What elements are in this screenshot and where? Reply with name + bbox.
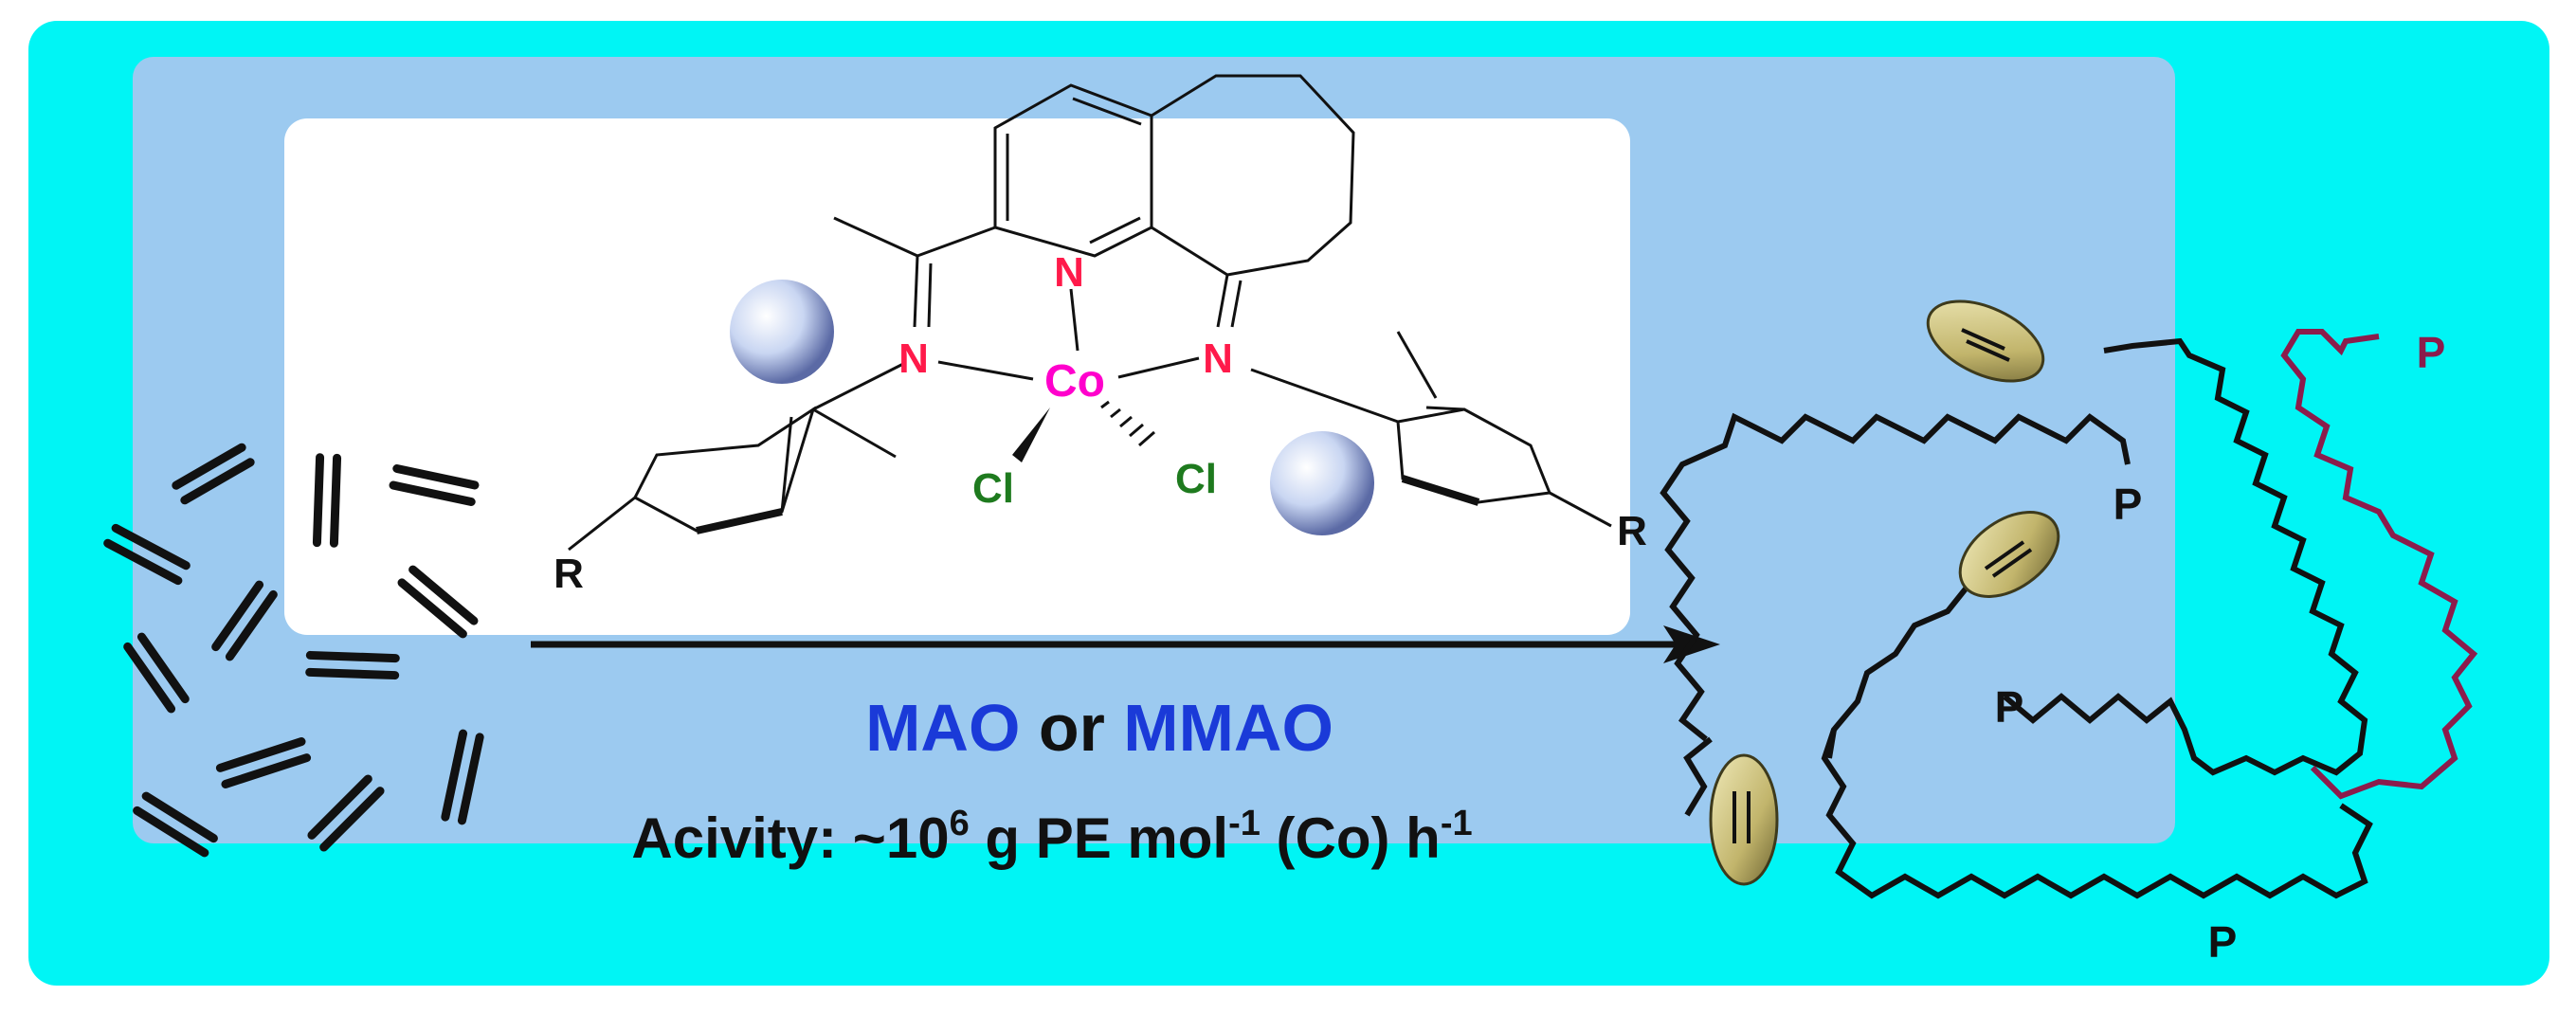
- polyethylene-chains: [1660, 329, 2478, 899]
- chain-end-p-alt: P: [2417, 328, 2446, 377]
- atom-n-center: N: [1054, 249, 1084, 296]
- substituent-r-right: R: [1617, 508, 1647, 554]
- ethylene-molecule: [133, 791, 218, 858]
- ethylene-molecule: [123, 632, 190, 714]
- atom-co: Co: [1044, 356, 1105, 407]
- polymer-chain: [2003, 337, 2368, 776]
- capsule-bond-marks: [1732, 328, 2033, 843]
- cycloheptane-ring: [1151, 74, 1355, 277]
- activity-label: Acivity: ~106 g PE mol-1 (Co) h-1: [631, 804, 1472, 870]
- ethylene-molecule: [215, 737, 312, 788]
- ethylene-molecule: [305, 650, 400, 680]
- atom-cl-left: Cl: [972, 465, 1014, 512]
- polymer-chain: [1826, 586, 1969, 759]
- chain-end-p: P: [2208, 917, 2238, 967]
- hash-bond: [1100, 400, 1155, 447]
- atom-cl-right: Cl: [1175, 456, 1217, 502]
- pyridine-ring: [993, 83, 1153, 258]
- chain-end-p: P: [1995, 682, 2024, 732]
- active-site-capsule: [1709, 753, 1779, 886]
- ethylene-molecule: [307, 774, 385, 852]
- ethylene-molecule: [389, 463, 480, 507]
- substituent-r-left: R: [553, 551, 584, 597]
- polymer-chain: [1660, 412, 2131, 742]
- ethylene-molecule: [312, 453, 342, 548]
- polymer-chain: [2280, 329, 2478, 800]
- cocatalyst-label: MAO or MMAO: [865, 691, 1333, 765]
- ethylene-molecule: [397, 565, 479, 639]
- polymer-chain: [1821, 729, 2373, 899]
- bulky-substituent-sphere: [1270, 431, 1374, 535]
- catalyst-capsules: [1709, 299, 2060, 886]
- ethylene-molecule: [211, 580, 278, 661]
- chain-end-p: P: [2113, 480, 2143, 529]
- atom-n-left: N: [898, 335, 929, 382]
- cocatalyst-or: or: [1020, 691, 1123, 765]
- cocatalyst-mao: MAO: [865, 691, 1020, 765]
- ethylene-molecule: [103, 523, 190, 586]
- cobalt-complex-structure: [568, 74, 1612, 552]
- active-site-capsule: [1958, 511, 2060, 598]
- catalyst-card: [284, 118, 1630, 635]
- cocatalyst-mmao: MMAO: [1123, 691, 1333, 765]
- ethylene-monomers: [103, 443, 484, 858]
- bulky-substituent-sphere: [730, 280, 834, 384]
- ethylene-molecule: [172, 443, 255, 505]
- atom-n-right: N: [1203, 335, 1233, 382]
- polymer-chain: [1683, 736, 1713, 817]
- wedge-bond: [1012, 407, 1050, 462]
- ethylene-molecule: [441, 729, 484, 825]
